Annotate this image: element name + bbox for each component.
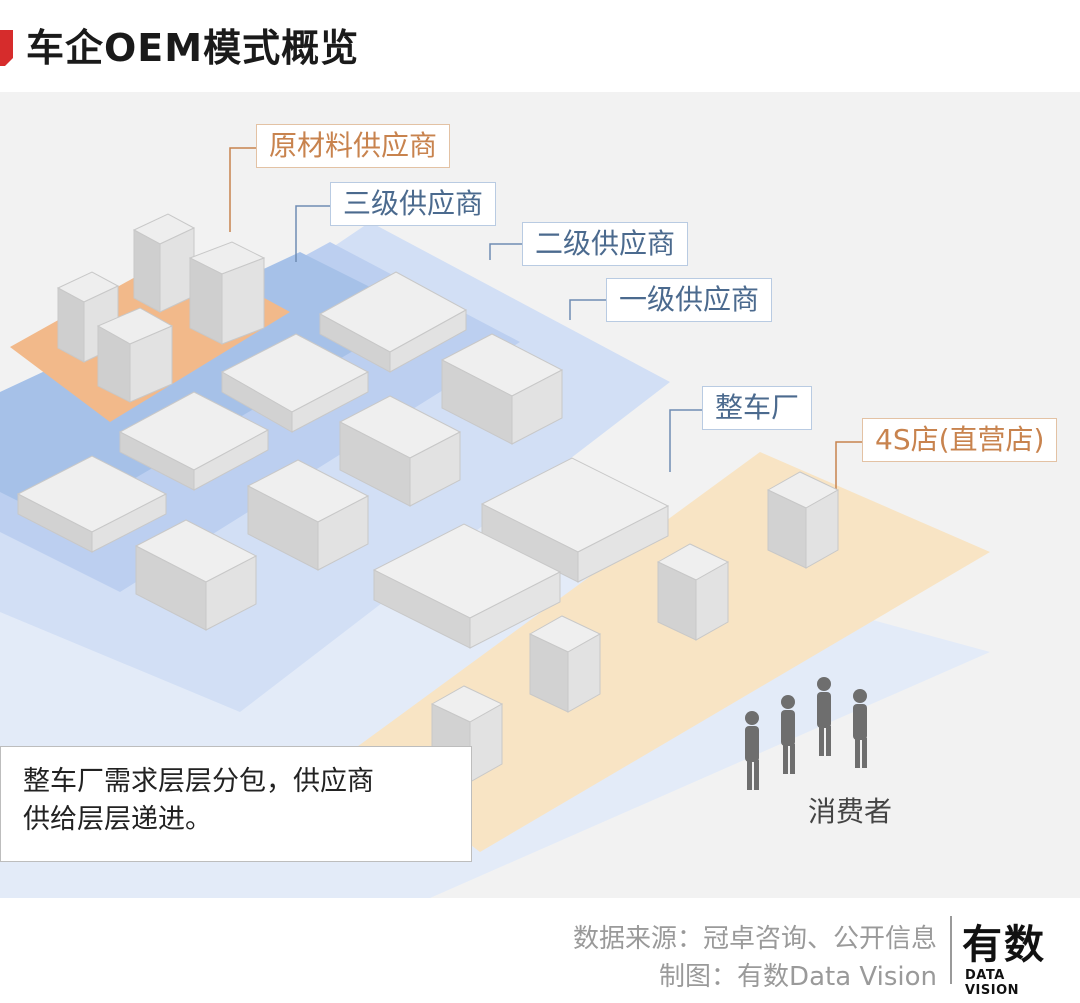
label-tier3-supplier: 三级供应商 bbox=[330, 182, 497, 226]
leader-line-dealer bbox=[835, 441, 862, 490]
label-raw-material: 原材料供应商 bbox=[256, 124, 451, 168]
brand-logo: 有数 DATA VISION bbox=[962, 912, 1062, 998]
leader-line-oem bbox=[669, 409, 702, 472]
leader-line-tier1 bbox=[569, 299, 606, 320]
chart-credit: 制图：有数Data Vision bbox=[659, 962, 937, 992]
tier3-zone bbox=[0, 252, 420, 522]
summary-note: 整车厂需求层层分包，供应商 供给层层递进。 bbox=[0, 746, 472, 862]
header: 车企OEM模式概览 bbox=[0, 0, 1080, 92]
logo-wordmark: 有数 bbox=[962, 922, 1046, 968]
tier1-buildings bbox=[134, 333, 564, 631]
raw-material-buildings bbox=[56, 213, 266, 403]
diagram-stage: 原材料供应商 三级供应商 二级供应商 一级供应商 整车厂 4S店(直营店) 整车… bbox=[0, 92, 1080, 898]
title-accent-bar bbox=[0, 30, 13, 66]
supplier-factories bbox=[16, 271, 468, 553]
footer-divider bbox=[950, 916, 952, 984]
note-line-2: 供给层层递进。 bbox=[23, 804, 212, 835]
label-tier1-supplier: 一级供应商 bbox=[606, 278, 773, 322]
leader-line-raw bbox=[229, 147, 256, 232]
oem-plants bbox=[372, 457, 670, 649]
logo-subtitle: DATA VISION bbox=[965, 968, 1020, 998]
data-source: 数据来源：冠卓咨询、公开信息 bbox=[572, 924, 937, 954]
label-consumer: 消费者 bbox=[808, 795, 893, 828]
label-tier2-supplier: 二级供应商 bbox=[522, 222, 689, 266]
leader-line-tier3 bbox=[295, 205, 330, 262]
leader-line-tier2 bbox=[489, 243, 522, 260]
label-oem: 整车厂 bbox=[702, 386, 813, 430]
page-title: 车企OEM模式概览 bbox=[26, 26, 360, 70]
dealer-stores bbox=[430, 471, 840, 783]
label-dealer: 4S店(直营店) bbox=[862, 418, 1058, 462]
consumer-figures bbox=[745, 677, 867, 790]
footer: 数据来源：冠卓咨询、公开信息 制图：有数Data Vision 有数 DATA … bbox=[0, 898, 1080, 1003]
note-line-1: 整车厂需求层层分包，供应商 bbox=[23, 766, 374, 797]
